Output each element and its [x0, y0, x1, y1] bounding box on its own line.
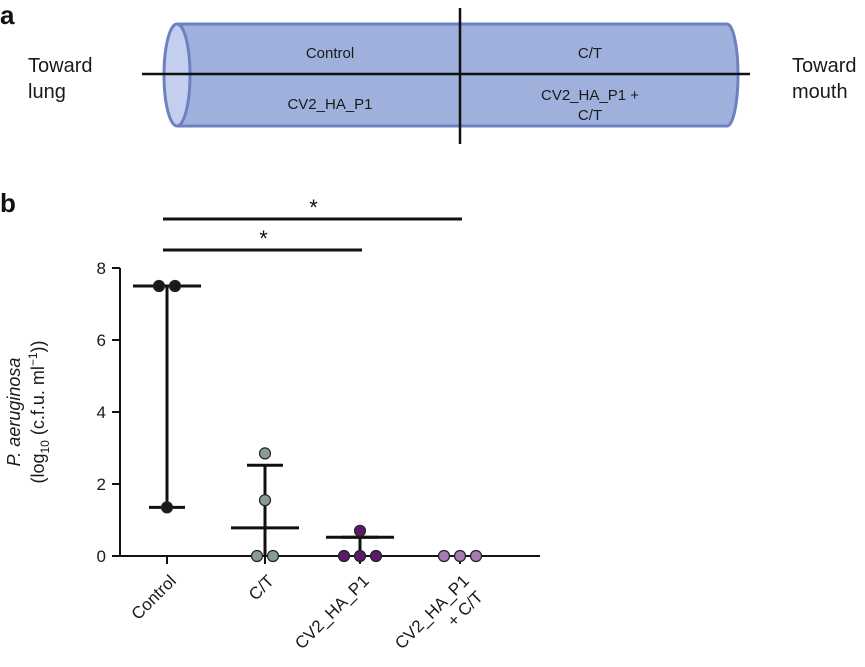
data-point-0-2 [160, 501, 174, 514]
data-point-2-1 [353, 549, 367, 563]
y-tick-label-6: 6 [97, 331, 106, 350]
x-category-label-1: C/T [245, 571, 278, 604]
data-point-2-3 [353, 524, 367, 537]
y-axis-title-line1: P. aeruginosa [4, 358, 24, 467]
toward-mouth-line1: Toward [792, 55, 856, 77]
y-tick-label-0: 0 [97, 547, 106, 566]
data-point-3-1 [453, 549, 467, 563]
data-point-2-2 [369, 549, 383, 563]
y-axis-title: P. aeruginosa (log10 (c.f.u. ml−1)) [4, 340, 52, 483]
quadrant-cv2-ct-line1: CV2_HA_P1 + [541, 87, 639, 104]
panel-b: b P. aeruginosa (log10 (c.f.u. ml−1)) 0 2… [0, 188, 540, 653]
panel-a-letter: a [0, 0, 15, 30]
data-point-1-1 [266, 549, 280, 563]
y-axis-title-line2: (log10 (c.f.u. ml−1)) [26, 340, 52, 483]
y-tick-label-4: 4 [97, 403, 106, 422]
data-point-1-2 [258, 447, 272, 460]
toward-mouth-line2: mouth [792, 81, 848, 103]
quadrant-cv2: CV2_HA_P1 [287, 96, 372, 113]
panel-a: a Toward lung Toward mouth Control C/T C… [0, 0, 856, 144]
significance-star-1: * [309, 195, 318, 220]
data-point-3-2 [469, 549, 483, 563]
y-tick-label-2: 2 [97, 475, 106, 494]
data-point-1-0 [250, 549, 264, 563]
toward-lung-line1: Toward [28, 55, 92, 77]
quadrant-cv2-ct-line2: C/T [578, 107, 602, 124]
y-tick-label-8: 8 [97, 259, 106, 278]
x-category-label-0: Control [128, 571, 180, 623]
data-point-2-0 [337, 549, 351, 563]
x-category-label-2: CV2_HA_P1 [291, 571, 373, 653]
panel-b-letter: b [0, 188, 16, 218]
data-point-0-1 [168, 279, 182, 293]
data-point-0-0 [152, 279, 166, 293]
quadrant-control: Control [306, 45, 354, 62]
data-point-3-0 [437, 549, 451, 563]
toward-lung-line2: lung [28, 81, 66, 103]
data-point-1-3 [258, 494, 272, 507]
significance-star-2: * [259, 226, 268, 251]
quadrant-ct: C/T [578, 45, 602, 62]
